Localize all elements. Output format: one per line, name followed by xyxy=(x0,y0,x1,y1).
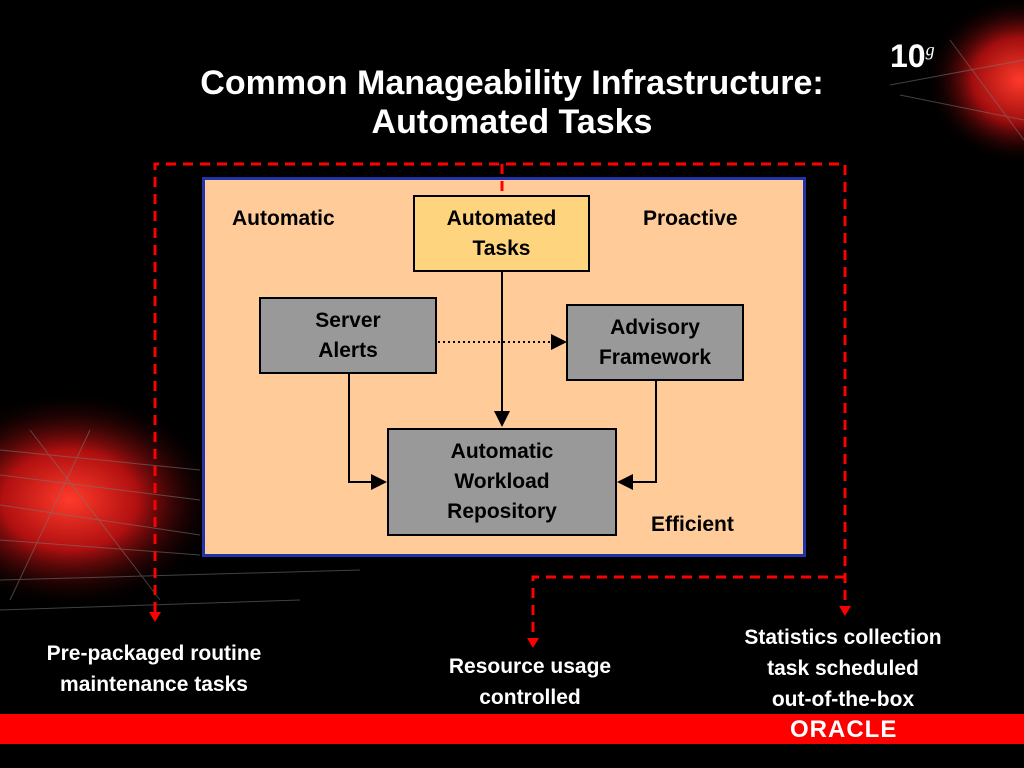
dashed-arrowhead-left xyxy=(149,612,161,622)
caption-line: maintenance tasks xyxy=(60,673,248,696)
slide-title: Common Manageability Infrastructure: Aut… xyxy=(0,64,1024,142)
box-line: Tasks xyxy=(472,236,531,260)
caption-line: controlled xyxy=(479,686,581,709)
box-line: Automatic xyxy=(450,440,554,463)
caption-line: Statistics collection xyxy=(744,626,942,649)
title-line-2: Automated Tasks xyxy=(371,103,653,141)
label-automatic: Automatic xyxy=(232,207,335,230)
label-proactive: Proactive xyxy=(643,207,738,230)
dashed-outer-bracket xyxy=(153,162,847,612)
caption-line: task scheduled xyxy=(767,657,919,680)
caption-resource: Resource usage controlled xyxy=(400,651,660,713)
server-alerts-box: Server Alerts xyxy=(259,297,437,374)
box-line: Framework xyxy=(598,345,712,369)
arrow-advisory-to-awr xyxy=(617,381,657,490)
advisory-framework-box: Advisory Framework xyxy=(566,304,744,381)
caption-line: Resource usage xyxy=(448,655,612,678)
dashed-link-resource xyxy=(531,575,845,640)
footer-bar xyxy=(0,714,1024,744)
label-efficient: Efficient xyxy=(651,513,734,536)
awr-box: Automatic Workload Repository xyxy=(387,428,617,536)
box-line: Repository xyxy=(447,500,557,523)
caption-line: out-of-the-box xyxy=(771,688,915,711)
box-line: Workload xyxy=(454,470,550,493)
dashed-arrowhead-right xyxy=(839,606,851,616)
box-line: Automated xyxy=(446,206,557,230)
title-line-1: Common Manageability Infrastructure: xyxy=(200,64,824,102)
logo-suffix: g xyxy=(925,39,935,60)
oracle-10g-logo: 10g xyxy=(890,38,935,75)
caption-statistics: Statistics collection task scheduled out… xyxy=(700,622,986,715)
oracle-logo: ORACLE xyxy=(790,716,898,743)
box-line: Alerts xyxy=(318,338,378,362)
caption-prepackaged: Pre-packaged routine maintenance tasks xyxy=(14,638,294,700)
caption-line: Pre-packaged routine xyxy=(46,642,262,665)
dashed-arrowhead-middle xyxy=(527,638,539,648)
arrow-alerts-to-awr xyxy=(348,374,387,490)
box-line: Server xyxy=(315,308,381,332)
automated-tasks-box: Automated Tasks xyxy=(413,195,590,272)
box-line: Advisory xyxy=(610,315,700,339)
logo-version: 10 xyxy=(890,38,926,74)
